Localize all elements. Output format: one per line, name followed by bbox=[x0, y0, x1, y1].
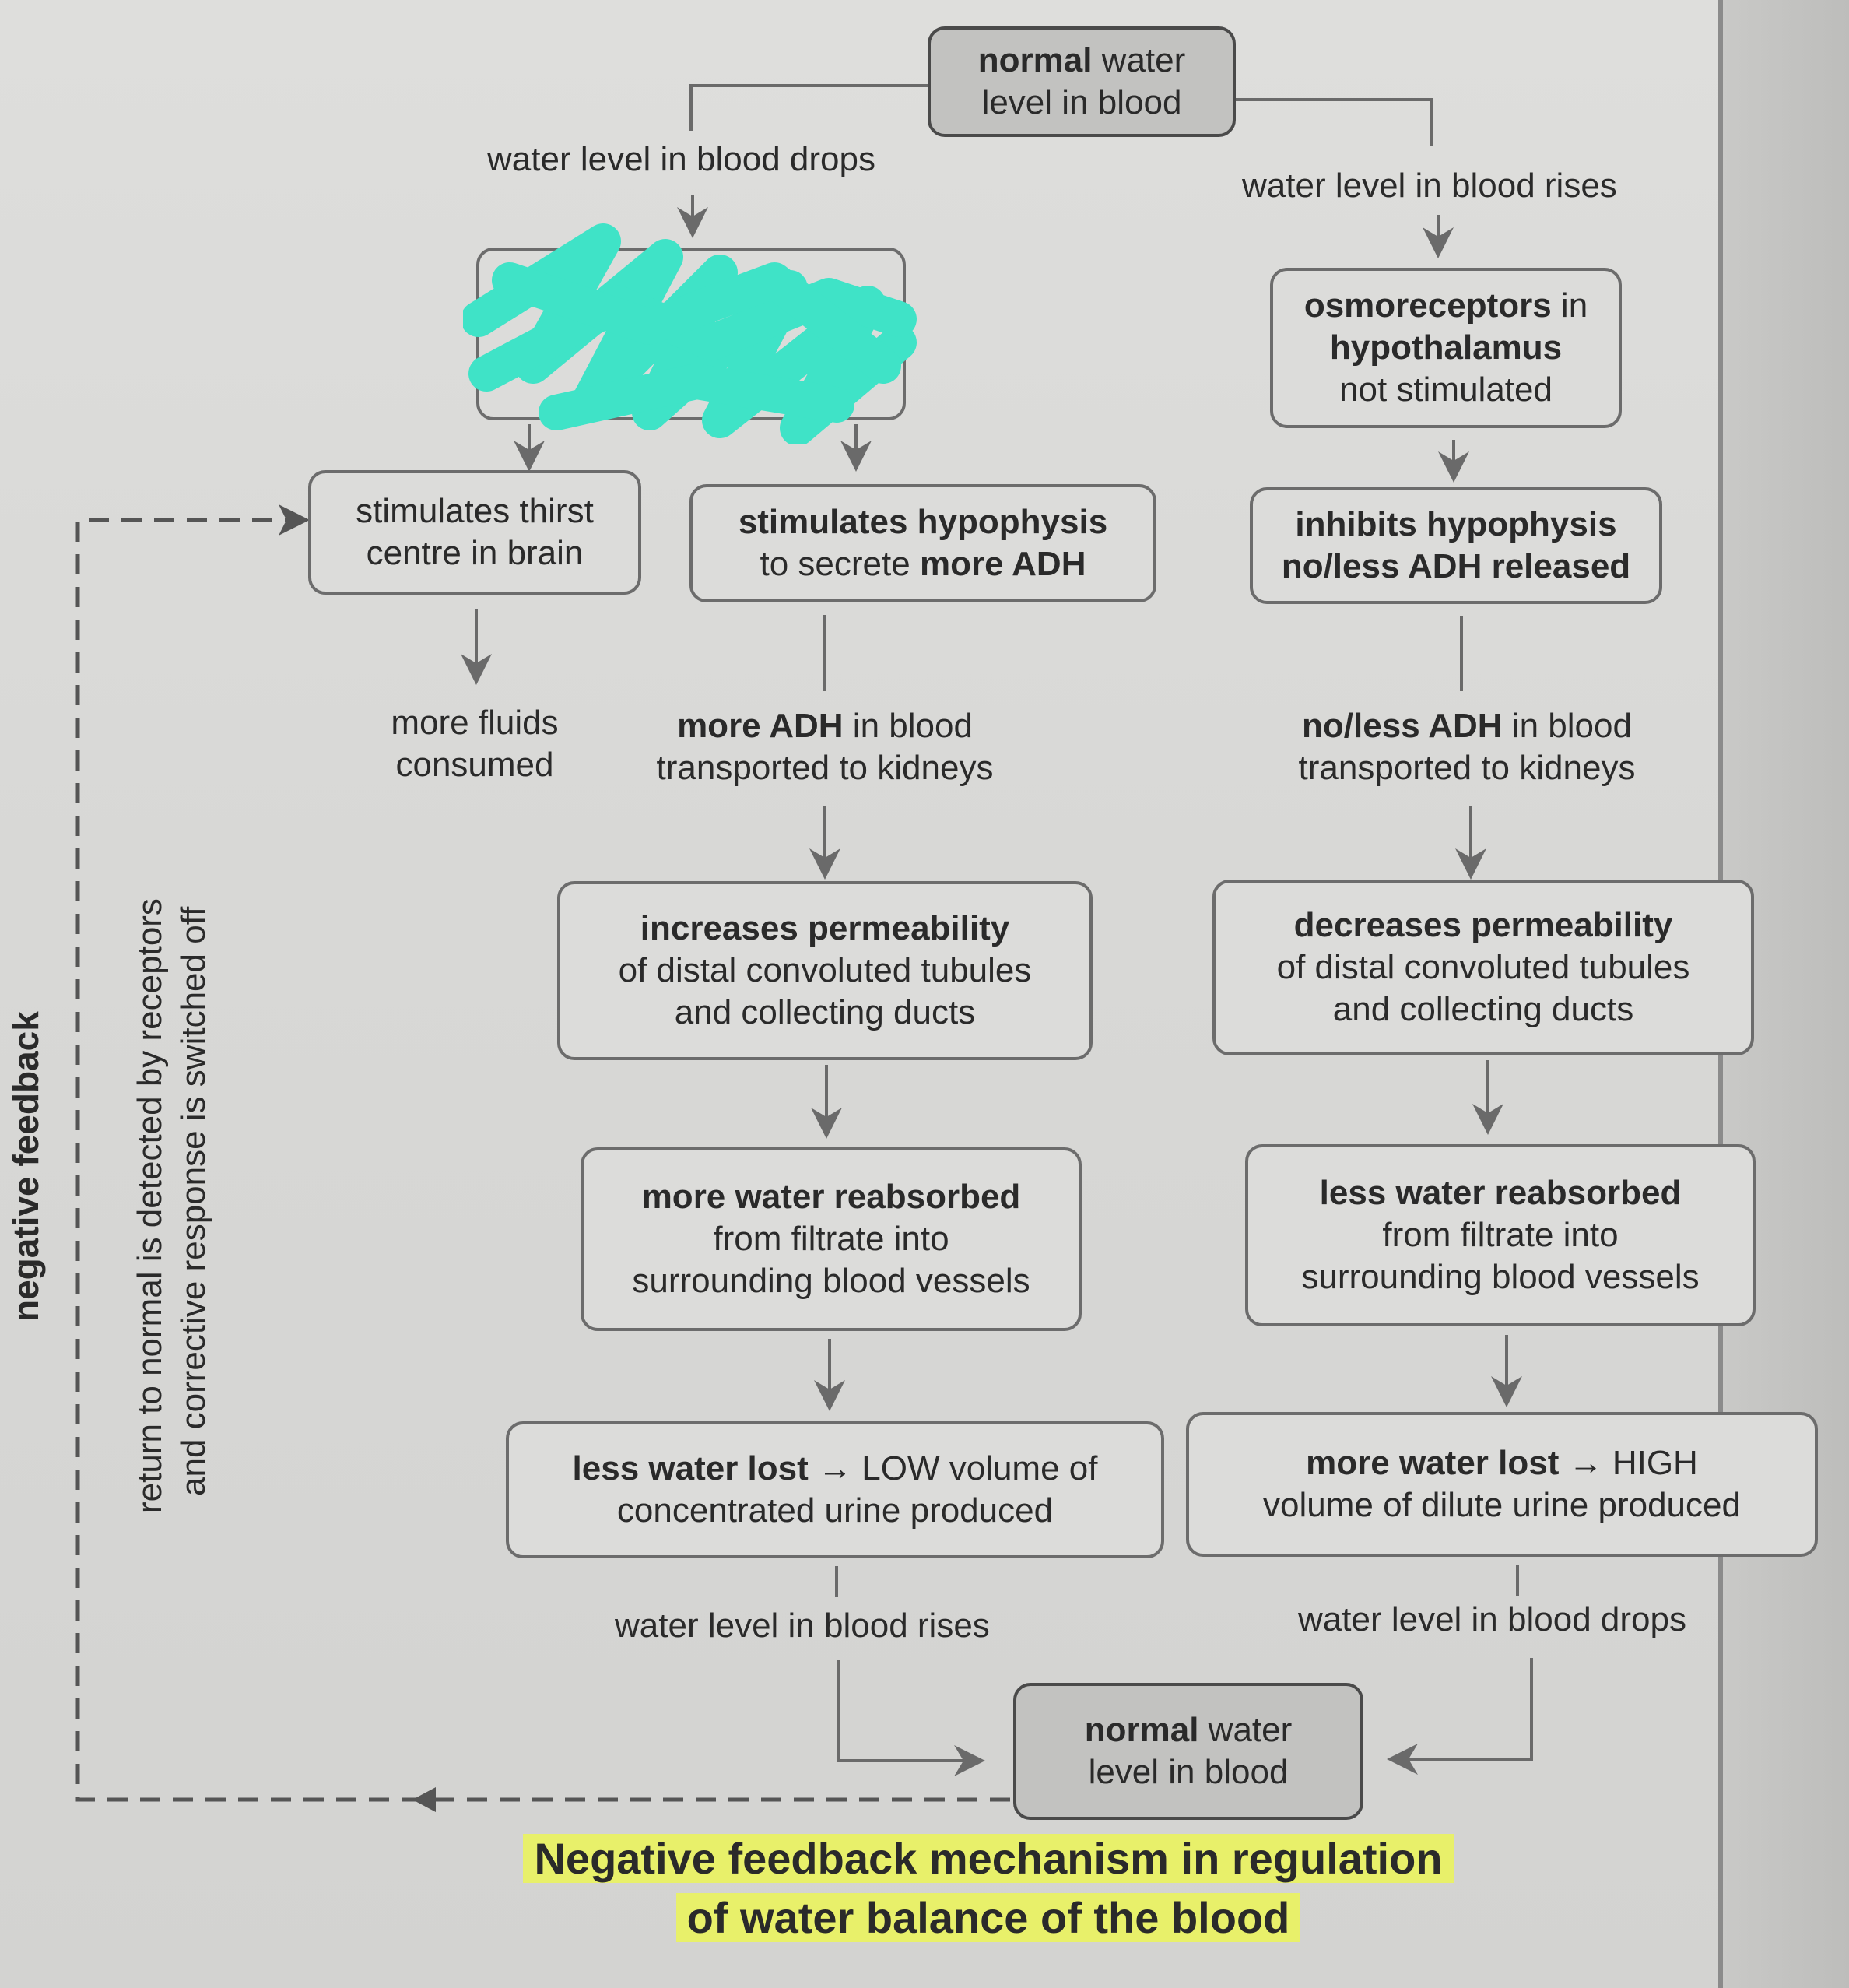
dec-perm-bold: decreases permeability bbox=[1293, 906, 1673, 944]
less-adh-label: no/less ADH in blood transported to kidn… bbox=[1261, 705, 1673, 789]
less-reabs-bold: less water reabsorbed bbox=[1319, 1174, 1682, 1212]
decreases-permeability-box: decreases permeability of distal convolu… bbox=[1212, 880, 1754, 1055]
arrow-rises-to-normal bbox=[837, 1660, 985, 1776]
stim-hypo-line2b: more ADH bbox=[919, 545, 1086, 583]
diagram-title: Negative feedback mechanism in regulatio… bbox=[389, 1829, 1588, 1948]
top-normal-line2: level in blood bbox=[981, 83, 1182, 121]
stim-hypo-line2a: to secrete bbox=[760, 545, 920, 583]
less-lost-rest: → LOW volume of bbox=[808, 1449, 1098, 1487]
stimulates-hypophysis-box: stimulates hypophysis to secrete more AD… bbox=[689, 484, 1156, 602]
dec-perm-line2: of distal convoluted tubules bbox=[1276, 948, 1690, 986]
increases-permeability-box: increases permeability of distal convolu… bbox=[557, 881, 1093, 1060]
bottom-normal-line2: level in blood bbox=[1088, 1753, 1289, 1791]
less-water-lost-box: less water lost → LOW volume of concentr… bbox=[506, 1421, 1164, 1558]
less-lost-bold: less water lost bbox=[572, 1449, 809, 1487]
more-adh-line2: transported to kidneys bbox=[656, 749, 994, 787]
dashed-feedback-loop bbox=[75, 504, 1010, 1802]
inhibits-hypophysis-box: inhibits hypophysis no/less ADH released bbox=[1250, 487, 1662, 604]
title-line1: Negative feedback mechanism in regulatio… bbox=[523, 1834, 1454, 1883]
osmo-not-rest1: in bbox=[1551, 286, 1588, 325]
inc-perm-line2: of distal convoluted tubules bbox=[618, 951, 1032, 989]
top-normal-rest: water bbox=[1092, 41, 1186, 79]
title-line2: of water balance of the blood bbox=[675, 1893, 1301, 1942]
negative-feedback-label: negative feedback bbox=[5, 1011, 46, 1322]
water-level-drops-bottom-label: water level in blood drops bbox=[1298, 1600, 1686, 1639]
inc-perm-bold: increases permeability bbox=[640, 909, 1010, 947]
more-fluids-label: more fluids consumed bbox=[342, 702, 607, 786]
water-level-rises-bottom-label: water level in blood rises bbox=[615, 1607, 990, 1645]
dashed-loop-arrowhead bbox=[412, 1787, 436, 1812]
inhib-hypo-bold1: inhibits hypophysis bbox=[1295, 505, 1617, 543]
osmo-not-bold2: hypothalamus bbox=[1329, 328, 1563, 367]
more-lost-line2: volume of dilute urine produced bbox=[1263, 1486, 1741, 1524]
more-water-lost-box: more water lost → HIGH volume of dilute … bbox=[1186, 1412, 1818, 1557]
return-to-normal-line2: and corrective response is switched off bbox=[174, 906, 212, 1496]
more-lost-bold: more water lost bbox=[1306, 1444, 1560, 1482]
less-reabs-line3: surrounding blood vessels bbox=[1301, 1258, 1700, 1296]
bottom-normal-bold: normal bbox=[1084, 1711, 1199, 1749]
less-water-reabsorbed-box: less water reabsorbed from filtrate into… bbox=[1245, 1144, 1756, 1326]
less-adh-bold: no/less ADH bbox=[1302, 707, 1503, 745]
less-reabs-line2: from filtrate into bbox=[1382, 1216, 1619, 1254]
return-to-normal-line1: return to normal is detected by receptor… bbox=[131, 898, 169, 1513]
more-adh-bold: more ADH bbox=[677, 707, 844, 745]
more-lost-rest: → HIGH bbox=[1559, 1444, 1698, 1482]
stim-hypo-bold: stimulates hypophysis bbox=[738, 503, 1108, 541]
more-adh-rest: in blood bbox=[843, 707, 973, 745]
top-normal-bold: normal bbox=[977, 41, 1093, 79]
fluids-line2: consumed bbox=[395, 746, 554, 784]
dec-perm-line3: and collecting ducts bbox=[1332, 990, 1634, 1028]
more-water-reabsorbed-box: more water reabsorbed from filtrate into… bbox=[581, 1147, 1082, 1331]
more-adh-label: more ADH in blood transported to kidneys bbox=[623, 705, 1027, 789]
line-top-left bbox=[689, 84, 928, 131]
more-reabs-bold: more water reabsorbed bbox=[641, 1178, 1021, 1216]
thirst-line1: stimulates thirst bbox=[356, 492, 594, 530]
osmo-not-line3: not stimulated bbox=[1339, 371, 1553, 409]
water-level-drops-label: water level in blood drops bbox=[487, 140, 875, 178]
osmoreceptors-not-stimulated-box: osmoreceptors in hypothalamus not stimul… bbox=[1270, 268, 1622, 428]
osmo-not-bold1: osmoreceptors bbox=[1303, 286, 1552, 325]
line-top-right bbox=[1236, 98, 1433, 146]
redaction-scribble bbox=[463, 223, 917, 444]
more-reabs-line2: from filtrate into bbox=[713, 1220, 949, 1258]
less-lost-line2: concentrated urine produced bbox=[616, 1491, 1054, 1530]
bottom-normal-rest: water bbox=[1198, 1711, 1293, 1749]
normal-water-level-top: normal water level in blood bbox=[928, 26, 1236, 137]
thirst-line2: centre in brain bbox=[366, 534, 584, 572]
arrow-drops-to-normal bbox=[1387, 1658, 1533, 1775]
more-reabs-line3: surrounding blood vessels bbox=[632, 1262, 1030, 1300]
thirst-centre-box: stimulates thirst centre in brain bbox=[308, 470, 641, 595]
fluids-line1: more fluids bbox=[391, 704, 559, 742]
less-adh-line2: transported to kidneys bbox=[1298, 749, 1636, 787]
normal-water-level-bottom: normal water level in blood bbox=[1013, 1683, 1363, 1820]
water-level-rises-label: water level in blood rises bbox=[1242, 167, 1617, 205]
inc-perm-line3: and collecting ducts bbox=[674, 993, 976, 1031]
less-adh-rest: in blood bbox=[1502, 707, 1632, 745]
inhib-hypo-bold2: no/less ADH released bbox=[1281, 547, 1631, 585]
